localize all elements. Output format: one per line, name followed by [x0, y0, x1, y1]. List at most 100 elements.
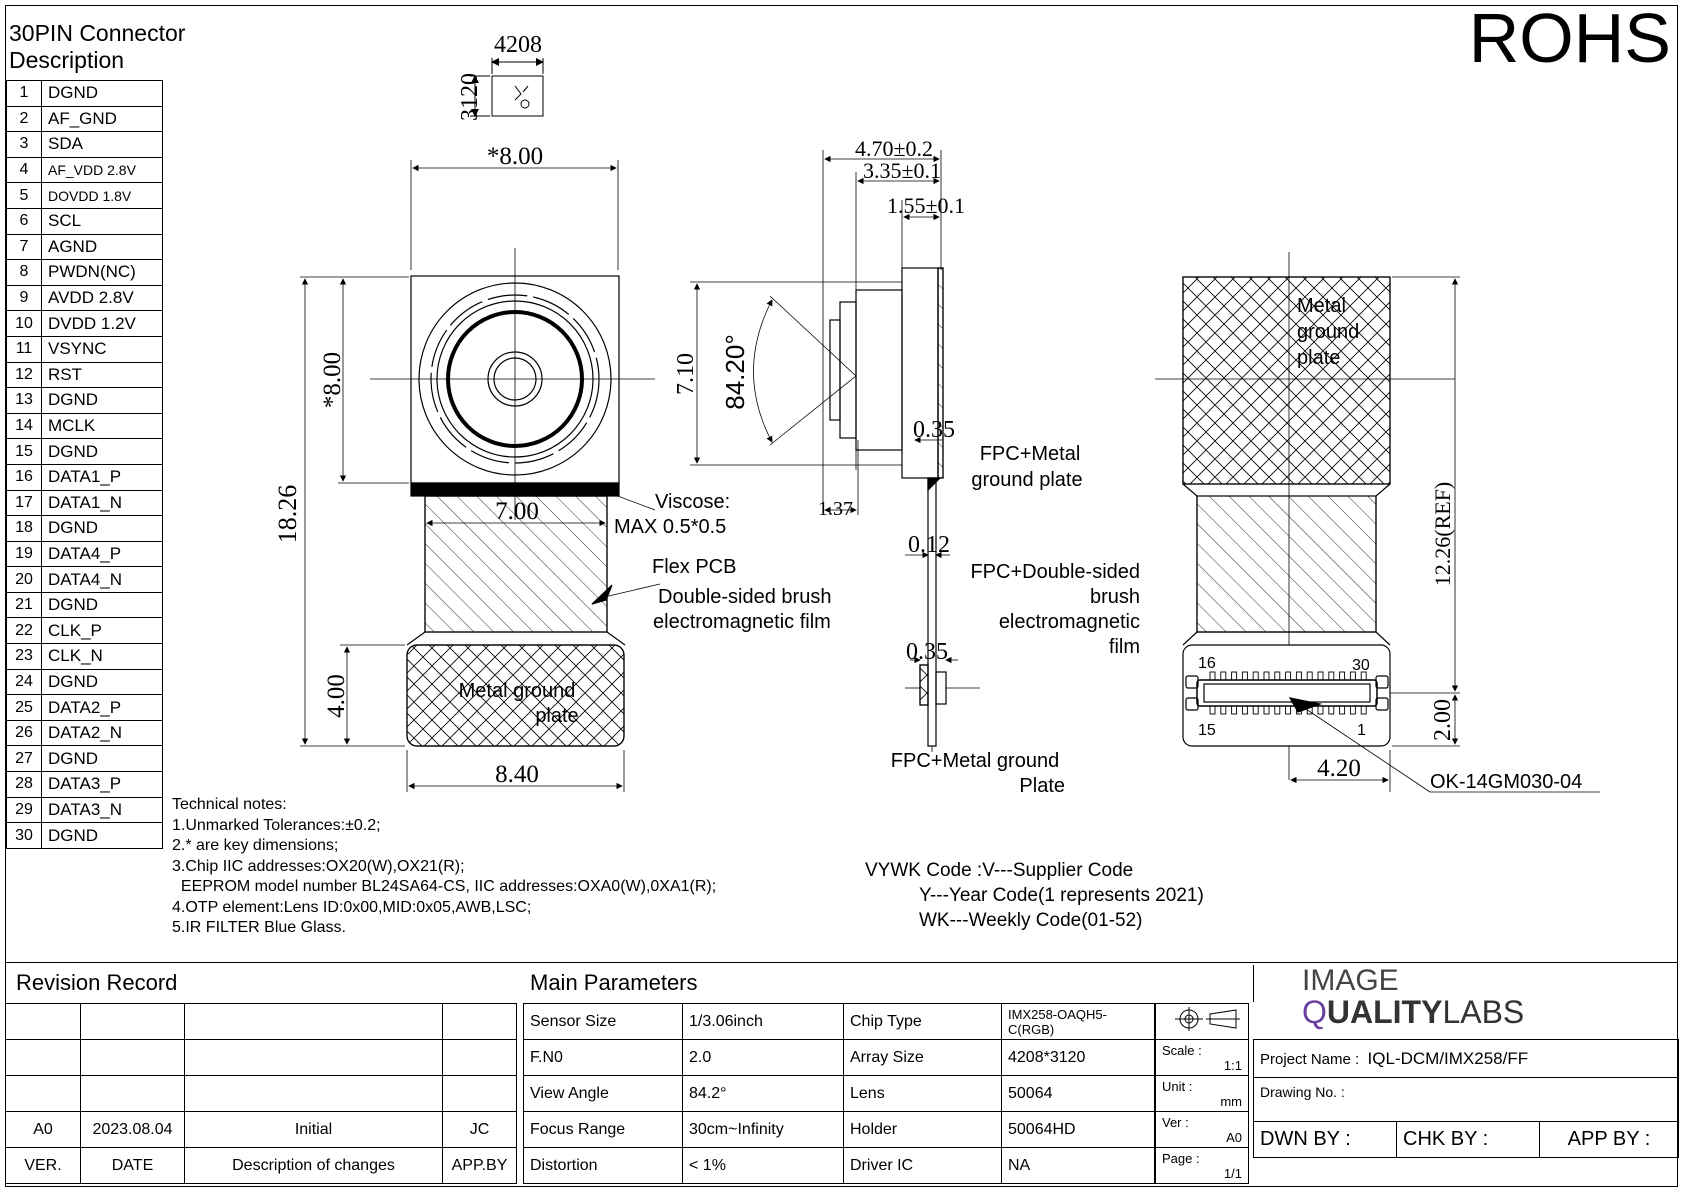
connector-pin	[1328, 671, 1335, 681]
pin-signal: DGND	[41, 668, 163, 696]
dim-sensor-h: 3120	[457, 73, 483, 121]
connector-pin	[1274, 705, 1281, 715]
param-k1: View Angle	[523, 1075, 683, 1112]
rev-date: 2023.08.04	[80, 1111, 185, 1148]
logo-quality: UALITY	[1326, 994, 1443, 1030]
connector-pin	[1349, 671, 1356, 681]
connector-pin	[1285, 671, 1292, 681]
front-plate-label-1: Metal ground	[459, 680, 576, 702]
vywk-code: VYWK Code :V---Supplier Code Y---Year Co…	[865, 858, 1204, 933]
back-plate-label-1: Metal	[1297, 295, 1346, 317]
conn-pin-15: 15	[1198, 722, 1216, 739]
unit-key: Unit :	[1162, 1078, 1193, 1094]
params-title: Main Parameters	[530, 970, 698, 995]
logo-labs: LABS	[1442, 994, 1525, 1030]
dim-fov-angle: 84.20°	[720, 334, 750, 409]
viscose-label-2: MAX 0.5*0.5	[614, 516, 726, 538]
dim-side-137: 1.37	[818, 498, 853, 520]
pin-number: 16	[6, 463, 42, 491]
approved-by: APP BY :	[1539, 1121, 1679, 1158]
dim-plate-height: 4.00	[323, 674, 350, 718]
pin-number: 30	[6, 822, 42, 849]
pin-signal: DGND	[41, 822, 163, 849]
pin-signal: AVDD 2.8V	[41, 284, 163, 312]
fpc-ds-label-1: FPC+Double-sided	[970, 561, 1140, 583]
project-value: IQL-DCM/IMX258/FF	[1367, 1048, 1529, 1068]
connector-pin	[1220, 671, 1227, 681]
pin-signal: DGND	[41, 745, 163, 773]
part-number-label: OK-14GM030-04	[1430, 771, 1582, 793]
flex-pcb-label: Flex PCB	[652, 556, 736, 578]
connector-pin	[1274, 671, 1281, 681]
technical-notes: Technical notes: 1.Unmarked Tolerances:±…	[172, 795, 716, 939]
note-line: 5.IR FILTER Blue Glass.	[172, 919, 346, 936]
pin-signal: DATA1_P	[41, 463, 163, 491]
vywk-line: WK---Weekly Code(01-52)	[919, 910, 1143, 931]
param-v1: 30cm~Infinity	[682, 1111, 844, 1148]
conn-pin-30: 30	[1352, 657, 1370, 674]
connector-pin	[1328, 705, 1335, 715]
connector-pin	[1241, 705, 1248, 715]
dim-plate-width: 8.40	[495, 761, 539, 788]
param-v1: < 1%	[682, 1147, 844, 1184]
note-line: 1.Unmarked Tolerances:±0.2;	[172, 816, 381, 834]
connector-pin	[1263, 705, 1270, 715]
dim-total-height: 18.26	[273, 485, 302, 544]
pin-number: 8	[6, 259, 42, 286]
rev-ver: A0	[5, 1111, 81, 1148]
projection-symbol	[1155, 1003, 1249, 1040]
revision-table: A0 2023.08.04 Initial JC VER. DATE Descr…	[5, 1003, 517, 1184]
title-block-top-border	[5, 962, 1678, 963]
connector-title: 30PIN Connector Description	[9, 20, 186, 73]
note-line: EEPROM model number BL24SA64-CS, IIC add…	[172, 878, 717, 895]
param-v2: IMX258-OAQH5-C(RGB)	[1001, 1003, 1155, 1040]
dim-flex-width: 7.00	[495, 498, 539, 525]
pin-number: 14	[6, 412, 42, 440]
note-line: 2.* are key dimensions;	[172, 837, 339, 854]
rev-desc: Initial	[184, 1111, 443, 1148]
pin-signal: DGND	[41, 515, 163, 542]
pin-number: 23	[6, 643, 42, 670]
param-v1: 2.0	[682, 1039, 844, 1076]
fpc-ds-label-3: electromagnetic	[999, 611, 1140, 633]
ver-key: Ver :	[1162, 1114, 1189, 1130]
drawn-by: DWN BY :	[1253, 1121, 1397, 1158]
rev-header-date: DATE	[80, 1147, 185, 1184]
pin-signal: DATA1_N	[41, 489, 163, 517]
connector-pin	[1231, 671, 1238, 681]
pin-signal: DATA3_N	[41, 796, 163, 824]
logo-q: Q	[1302, 994, 1327, 1030]
pin-signal: RST	[41, 361, 163, 389]
connector-pin	[1349, 705, 1356, 715]
connector-pin	[1252, 671, 1259, 681]
vywk-line: VYWK Code :V---Supplier Code	[865, 860, 1134, 881]
dim-back-420: 4.20	[1317, 755, 1361, 782]
brush-label-2: electromagnetic film	[653, 611, 831, 633]
connector-pin	[1360, 671, 1367, 681]
pin-number: 10	[6, 310, 42, 337]
pin-number: 25	[6, 694, 42, 721]
param-k2: Chip Type	[843, 1003, 1002, 1040]
dim-side-710: 7.10	[673, 353, 699, 395]
param-v1: 84.2°	[682, 1075, 844, 1112]
title-table: Project Name : IQL-DCM/IMX258/FF Drawing…	[1253, 1039, 1679, 1192]
page-key: Page :	[1162, 1150, 1200, 1166]
pin-signal: AGND	[41, 233, 163, 261]
connector-pin	[1231, 705, 1238, 715]
param-k2: Array Size	[843, 1039, 1002, 1076]
